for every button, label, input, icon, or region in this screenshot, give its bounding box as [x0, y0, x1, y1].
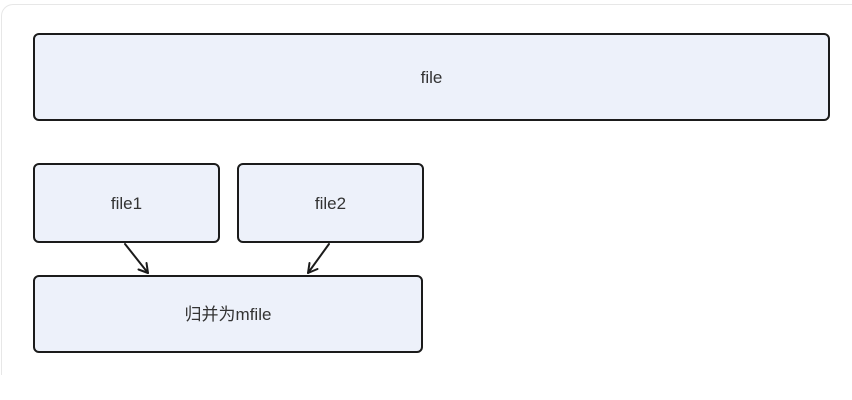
node-file1-label: file1	[110, 193, 143, 213]
node-file-label: file	[420, 67, 443, 87]
node-file: file	[33, 33, 830, 121]
node-file1: file1	[33, 163, 220, 243]
node-mfile-label: 归并为mfile	[184, 304, 272, 324]
node-file2: file2	[237, 163, 424, 243]
node-file2-label: file2	[314, 193, 347, 213]
node-mfile: 归并为mfile	[33, 275, 423, 353]
